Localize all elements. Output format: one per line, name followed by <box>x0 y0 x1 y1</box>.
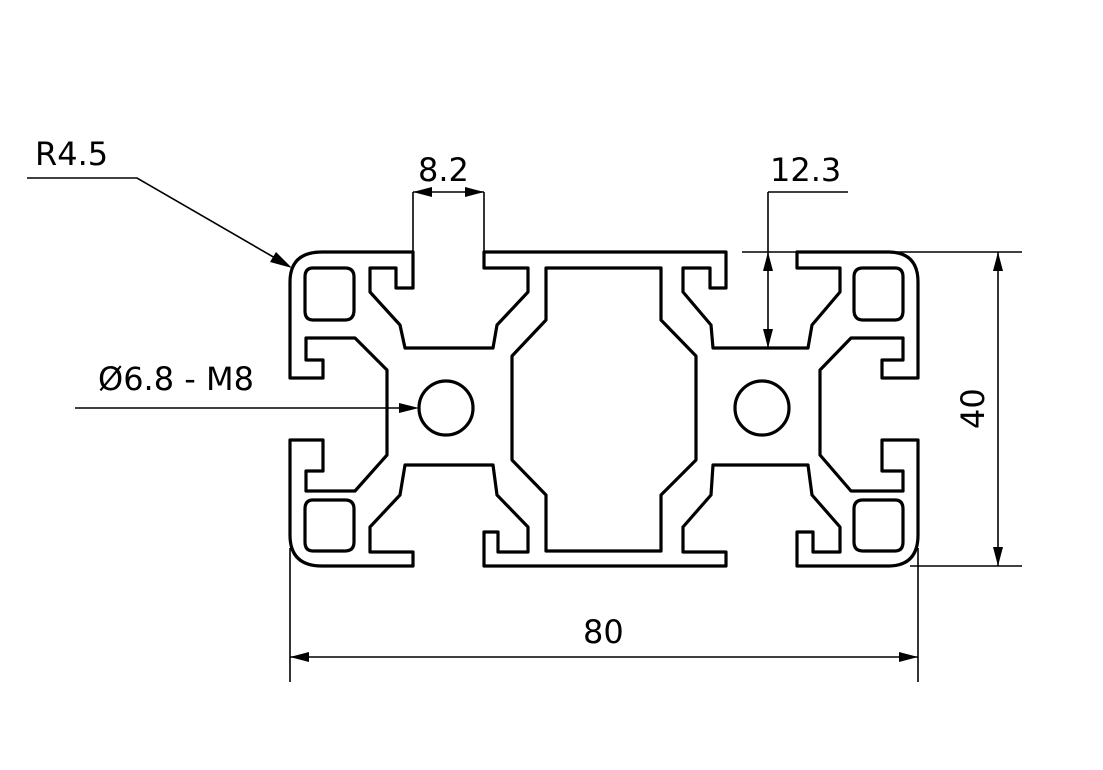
slot-depth-label: 12.3 <box>770 151 841 189</box>
radius-dimension: R4.5 <box>27 135 292 268</box>
slot-depth-arrow-top <box>763 252 773 271</box>
bore-arrowhead <box>399 403 419 413</box>
bore-label: Ø6.8 - M8 <box>98 360 254 398</box>
slot-depth-arrow-bottom <box>763 329 773 348</box>
core-bore-left <box>417 379 475 437</box>
height-arrow-bottom <box>993 547 1003 566</box>
width-label: 80 <box>583 613 624 651</box>
corner-cavity-bottom-left <box>303 498 356 553</box>
slot-width-arrow-left <box>413 187 432 197</box>
core-bore-right <box>733 379 791 437</box>
height-dimension: 40 <box>742 251 1022 567</box>
slot-width-arrow-right <box>465 187 484 197</box>
slot-width-label: 8.2 <box>418 151 469 189</box>
width-arrow-right <box>899 652 918 662</box>
bore-dimension: Ø6.8 - M8 <box>75 360 419 413</box>
radius-arrowhead <box>270 252 292 268</box>
radius-label: R4.5 <box>35 135 108 173</box>
width-arrow-left <box>290 652 309 662</box>
slot-width-dimension: 8.2 <box>412 151 485 252</box>
slot-depth-dimension: 12.3 <box>763 151 848 348</box>
corner-cavity-bottom-right <box>852 498 905 553</box>
center-cavity <box>510 266 698 553</box>
height-arrow-top <box>993 252 1003 271</box>
height-label: 40 <box>954 388 992 429</box>
corner-cavity-top-right <box>852 266 905 322</box>
width-dimension: 80 <box>289 548 919 682</box>
corner-cavity-top-left <box>303 266 356 322</box>
radius-leader-line <box>27 177 283 263</box>
profile-outline <box>288 250 920 568</box>
